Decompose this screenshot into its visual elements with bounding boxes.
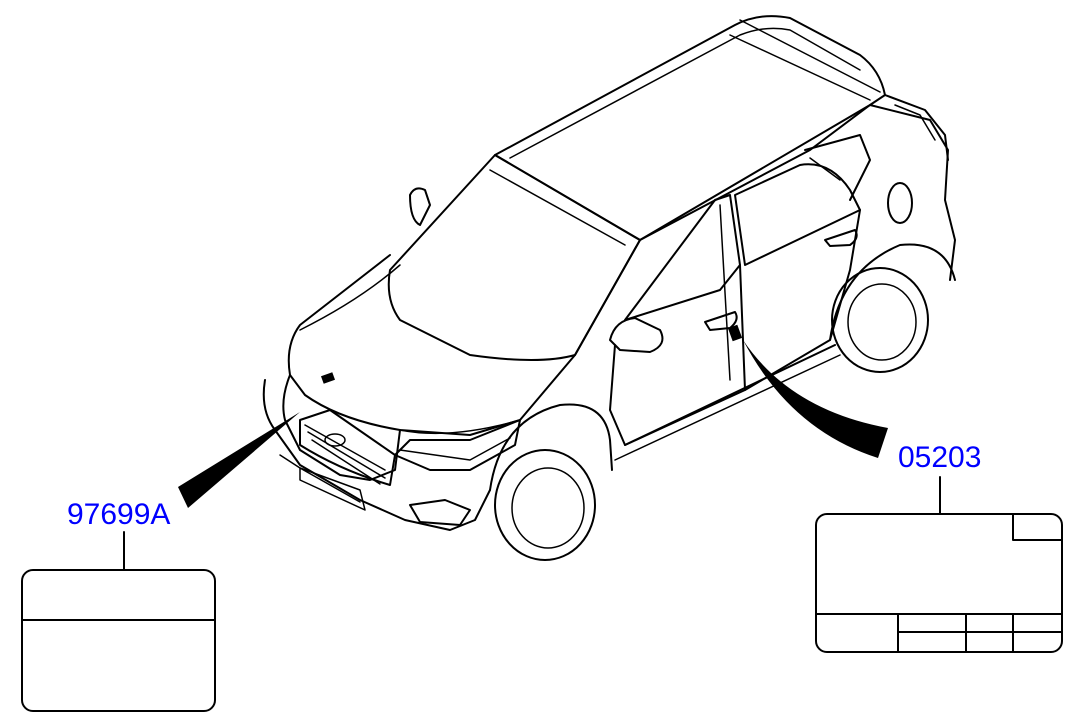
vehicle-outline: [262, 15, 956, 561]
door-label-marker: [727, 324, 743, 342]
hood-label-box: [21, 569, 216, 712]
part-number-97699a: 97699A: [67, 498, 170, 531]
hood-label-marker: [320, 372, 336, 384]
callout-97699a: 97699A: [21, 498, 216, 712]
door-label-leader: [727, 324, 888, 458]
door-label-box: [815, 513, 1063, 653]
part-number-05203: 05203: [898, 441, 981, 474]
callout-05203: 05203: [815, 441, 1063, 653]
hood-label-leader: [178, 372, 336, 508]
